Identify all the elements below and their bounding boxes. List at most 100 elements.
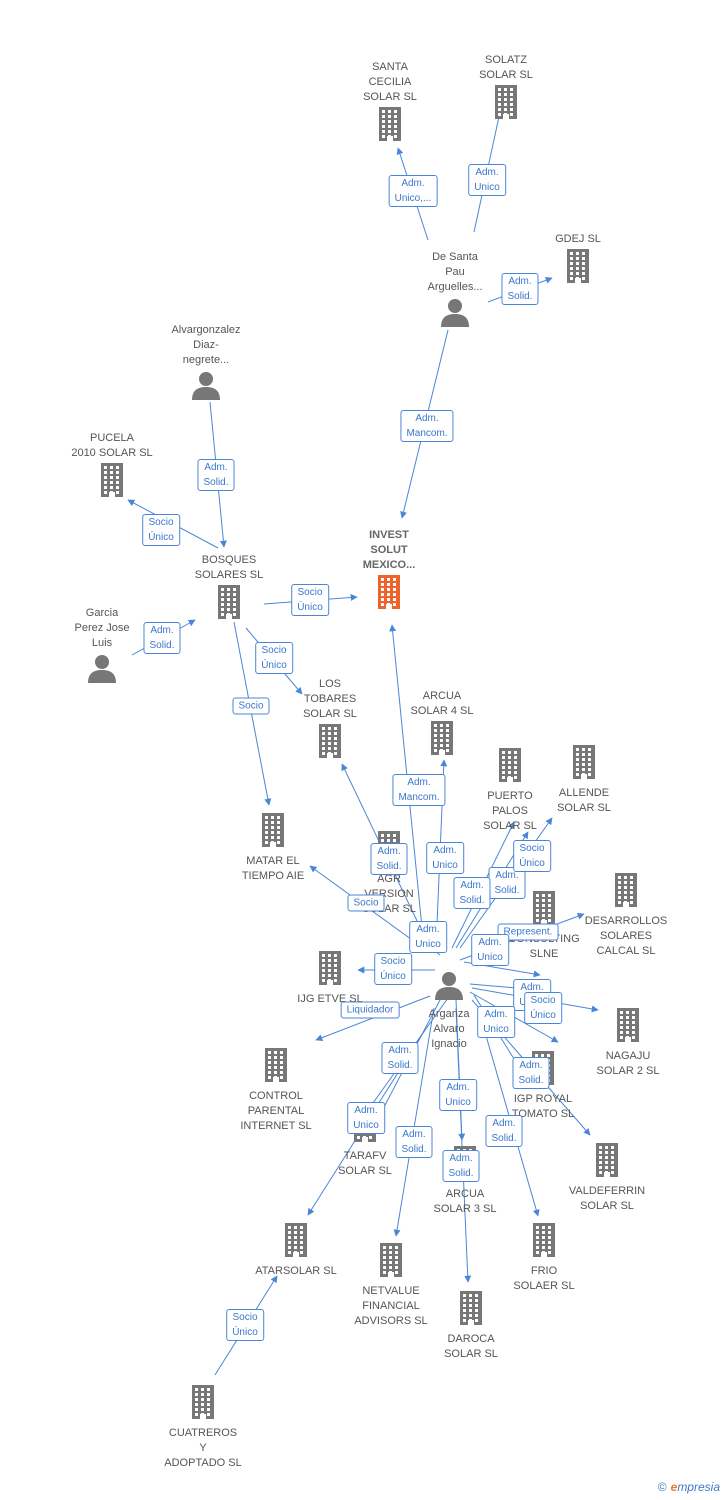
copyright-symbol: © [657,1480,667,1494]
company-node-netvalue[interactable]: NETVALUE FINANCIAL ADVISORS SL [326,1243,456,1329]
relation-label[interactable]: Represent. [497,923,559,941]
empresia-brand: ©empresia [658,1480,720,1494]
node-label: De Santa Pau Arguelles... [427,251,483,293]
company-node-gdej[interactable]: GDEJ SL [513,232,643,288]
node-label: CUATREROS Y ADOPTADO SL [164,1427,242,1469]
company-node-atarsolar[interactable]: ATARSOLAR SL [231,1223,361,1279]
building-icon [324,575,454,614]
person-node-garcia[interactable]: Garcia Perez Jose Luis [37,606,167,688]
relation-edge [455,1007,472,1283]
person-node-alvar[interactable]: Alvargonzalez Diaz- negrete... [141,323,271,405]
relation-label[interactable]: Socio Único [291,584,329,616]
company-node-cuatreros[interactable]: CUATREROS Y ADOPTADO SL [138,1385,268,1471]
relation-label[interactable]: Liquidador [340,1001,400,1019]
relation-label[interactable]: Adm. Solid. [453,877,491,909]
company-node-pucela[interactable]: PUCELA 2010 SOLAR SL [47,431,177,502]
relation-edge [393,1007,435,1237]
node-label: GDEJ SL [555,233,601,245]
relation-label[interactable]: Adm. Mancom. [400,410,454,442]
node-label: ARCUA SOLAR 3 SL [433,1188,497,1215]
person-icon [141,370,271,405]
node-label: ALLENDE SOLAR SL [557,787,611,814]
relation-label[interactable]: Socio Único [374,953,412,985]
company-node-arcua4[interactable]: ARCUA SOLAR 4 SL [377,689,507,760]
building-icon [208,813,338,852]
relation-label[interactable]: Adm. Solid. [395,1126,433,1158]
building-icon [441,85,571,124]
relation-label[interactable]: Socio Único [142,514,180,546]
relation-label[interactable]: Adm. Solid. [381,1042,419,1074]
relation-label[interactable]: Adm. Solid. [442,1150,480,1182]
relation-label[interactable]: Adm. Solid. [501,273,539,305]
building-icon [47,463,177,502]
company-node-ijg[interactable]: IJG ETVE SL [265,951,395,1007]
building-icon [561,873,691,912]
company-node-puerto[interactable]: PUERTO PALOS SOLAR SL [445,748,575,834]
node-label: LOS TOBARES SOLAR SL [303,678,357,720]
node-label: ATARSOLAR SL [255,1265,337,1277]
building-icon [164,585,294,624]
building-icon [377,721,507,760]
node-label: Garcia Perez Jose Luis [74,607,130,649]
relation-label[interactable]: Socio [232,697,270,715]
company-node-invest[interactable]: INVEST SOLUT MEXICO... [324,528,454,614]
company-node-allende[interactable]: ALLENDE SOLAR SL [519,745,649,816]
node-label: TARAFV SOLAR SL [338,1150,392,1177]
relation-label[interactable]: Adm. Unico,... [388,175,438,207]
relation-label[interactable]: Adm. Solid. [370,843,408,875]
relation-label[interactable]: Adm. Unico [347,1102,385,1134]
company-node-nagaju[interactable]: NAGAJU SOLAR 2 SL [563,1008,693,1079]
relation-label[interactable]: Socio Único [226,1309,264,1341]
relation-label[interactable]: Adm. Unico [409,921,447,953]
node-label: ARCUA SOLAR 4 SL [410,690,474,717]
relation-label[interactable]: Adm. Solid. [485,1115,523,1147]
node-label: AGR VERSION SOLAR SL [362,873,416,915]
building-icon [138,1385,268,1424]
relation-label[interactable]: Adm. Unico [426,842,464,874]
relation-label[interactable]: Adm. Unico [471,934,509,966]
company-node-matar[interactable]: MATAR EL TIEMPO AIE [208,813,338,884]
company-node-frio[interactable]: FRIO SOLAER SL [479,1223,609,1294]
node-label: IGP ROYAL TOMATO SL [511,1093,575,1120]
relation-label[interactable]: Socio Único [513,840,551,872]
node-label: PUERTO PALOS SOLAR SL [483,790,537,832]
person-icon [384,970,514,1005]
company-node-daroca[interactable]: DAROCA SOLAR SL [406,1291,536,1362]
relation-label[interactable]: Adm. Solid. [197,459,235,491]
company-node-solatz[interactable]: SOLATZ SOLAR SL [441,53,571,124]
node-label: VALDEFERRIN SOLAR SL [568,1185,646,1212]
company-node-valdeferrin[interactable]: VALDEFERRIN SOLAR SL [542,1143,672,1214]
building-icon [445,748,575,787]
company-node-santa[interactable]: SANTA CECILIA SOLAR SL [325,60,455,146]
node-label: MATAR EL TIEMPO AIE [241,855,305,882]
building-icon [265,724,395,763]
relation-label[interactable]: Adm. Unico [477,1006,515,1038]
brand-name: mpresia [677,1480,720,1494]
node-label: SANTA CECILIA SOLAR SL [363,61,417,103]
node-label: BOSQUES SOLARES SL [194,554,264,581]
building-icon [479,1223,609,1262]
person-node-arganza[interactable]: Arganza Alvaro Ignacio [384,970,514,1052]
company-node-tobares[interactable]: LOS TOBARES SOLAR SL [265,677,395,763]
relation-edge [477,1007,540,1217]
relation-label[interactable]: Socio Único [255,642,293,674]
building-icon [563,1008,693,1047]
brand-e: e [670,1480,678,1494]
relation-label[interactable]: Socio Único [524,992,562,1024]
company-node-desarrollos[interactable]: DESARROLLOS SOLARES CALCAL SL [561,873,691,959]
relation-label[interactable]: Adm. Solid. [488,867,526,899]
node-label: CONTROL PARENTAL INTERNET SL [240,1090,312,1132]
company-node-control[interactable]: CONTROL PARENTAL INTERNET SL [211,1048,341,1134]
building-icon [326,1243,456,1282]
relation-label[interactable]: Adm. Mancom. [392,774,446,806]
node-label: FRIO SOLAER SL [513,1265,575,1292]
node-label: PUCELA 2010 SOLAR SL [71,432,153,459]
relation-label[interactable]: Adm. Unico [468,164,506,196]
building-icon [231,1223,361,1262]
relation-label[interactable]: Adm. Solid. [512,1057,550,1089]
relation-label[interactable]: Adm. Solid. [143,622,181,654]
person-node-desanta[interactable]: De Santa Pau Arguelles... [390,250,520,332]
relation-label[interactable]: Socio [347,894,385,912]
relation-label[interactable]: Adm. Unico [439,1079,477,1111]
company-node-bosques[interactable]: BOSQUES SOLARES SL [164,553,294,624]
